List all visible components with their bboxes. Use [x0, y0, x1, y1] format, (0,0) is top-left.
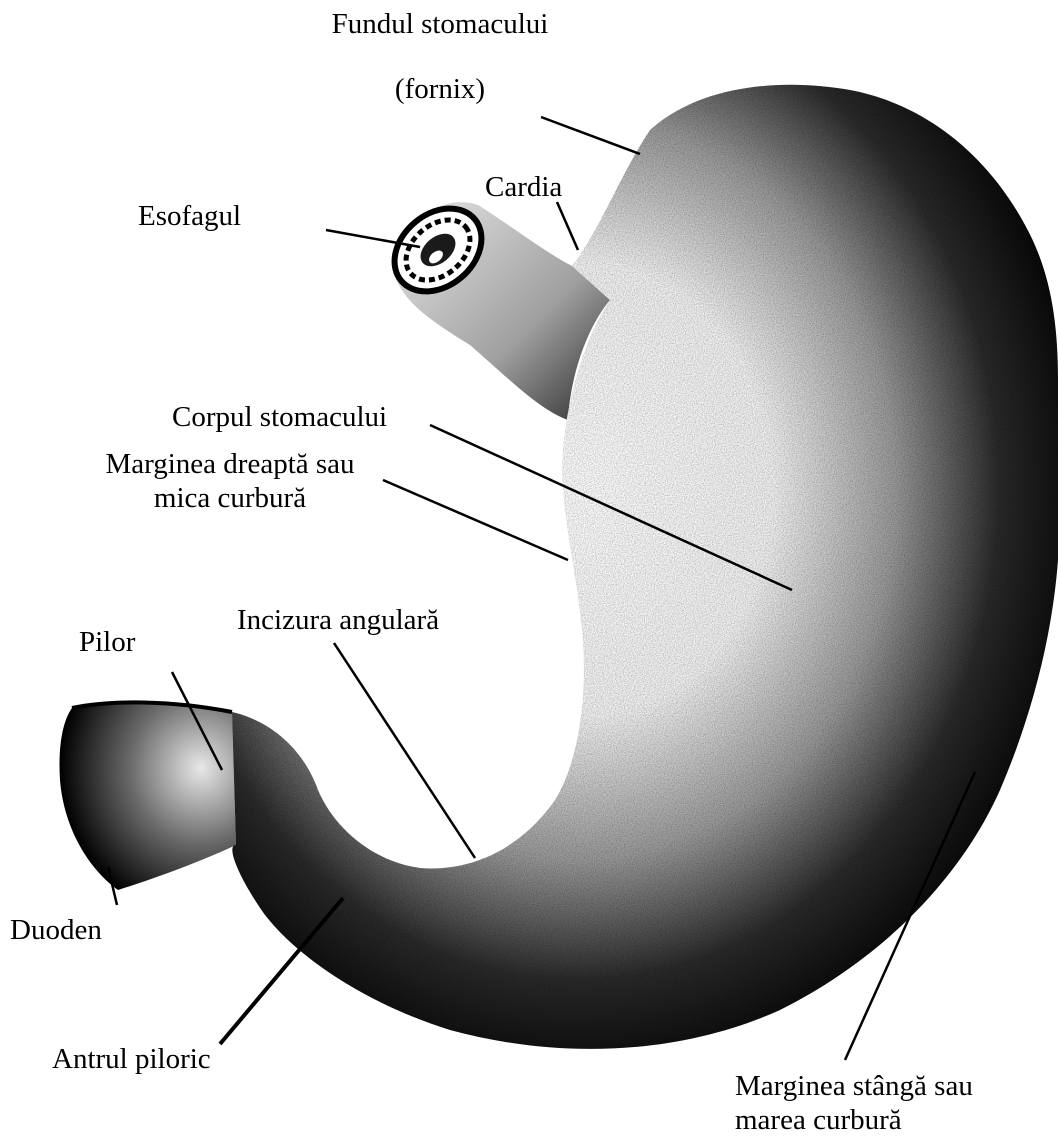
cardia-leader-line — [557, 202, 578, 250]
esophagus-label: Esofagul — [138, 199, 241, 233]
fundus-label: Fundul stomacului — [290, 7, 590, 41]
angular-incisure-leader-line — [334, 643, 475, 858]
greater-curvature-label-line2: marea curbură — [735, 1103, 973, 1137]
cardia-label: Cardia — [485, 170, 562, 204]
lesser-curvature-label-line2: mica curbură — [60, 481, 400, 515]
fundus-label-line1: Fundul stomacului — [290, 7, 590, 41]
stomach-texture — [232, 85, 1058, 1049]
pylorus-label: Pilor — [79, 625, 135, 659]
pyloric-antrum-label: Antrul piloric — [52, 1042, 211, 1076]
lesser-curvature-label-line1: Marginea dreaptă sau — [60, 447, 400, 481]
fundus-sublabel: (fornix) — [290, 72, 590, 106]
fundus-leader-line — [541, 117, 640, 154]
lesser-curvature-leader-line — [383, 480, 568, 560]
greater-curvature-label: Marginea stângă sau marea curbură — [735, 1069, 973, 1137]
duodenum-shape — [60, 702, 237, 890]
fundus-label-line2: (fornix) — [290, 72, 590, 106]
body-label: Corpul stomacului — [172, 400, 387, 434]
duodenum-label: Duoden — [10, 913, 102, 947]
lesser-curvature-label: Marginea dreaptă sau mica curbură — [60, 447, 400, 515]
angular-incisure-label: Incizura angulară — [237, 603, 439, 637]
greater-curvature-label-line1: Marginea stângă sau — [735, 1069, 973, 1103]
